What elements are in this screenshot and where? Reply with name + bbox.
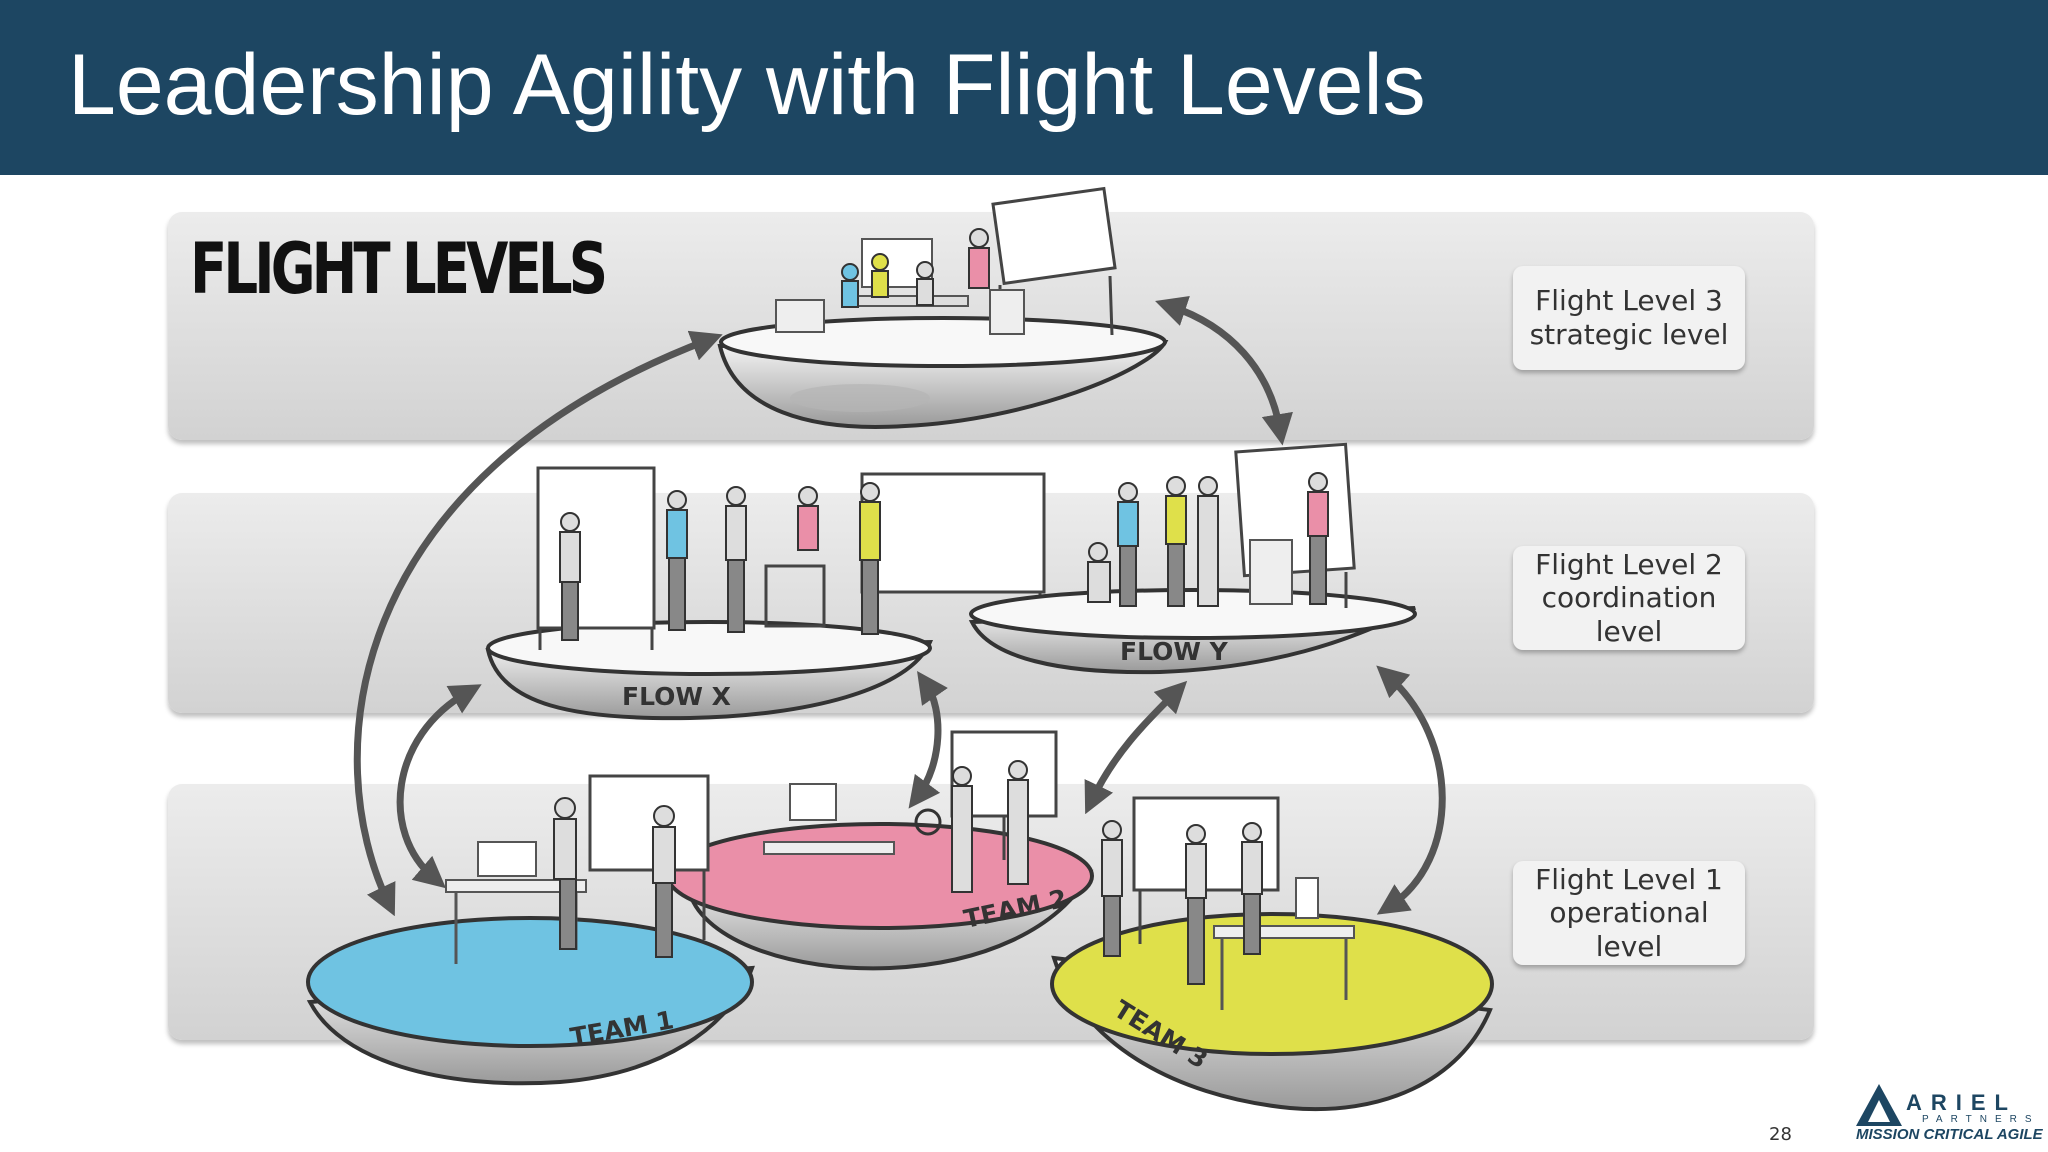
level-3-desc: strategic level <box>1529 318 1729 351</box>
level-2-name: Flight Level 2 <box>1535 547 1723 581</box>
flight-levels-heading: FLIGHT LEVELS <box>190 228 608 310</box>
level-1-desc: operational level <box>1549 896 1709 963</box>
level-3-name: Flight Level 3 <box>1535 284 1723 318</box>
level-label-3: Flight Level 3 strategic level <box>1513 266 1745 370</box>
level-label-2: Flight Level 2 coordination level <box>1513 546 1745 650</box>
level-label-1: Flight Level 1 operational level <box>1513 861 1745 965</box>
title-bar: Leadership Agility with Flight Levels <box>0 0 2048 175</box>
logo-tagline: MISSION CRITICAL AGILE <box>1856 1126 2043 1143</box>
ariel-partners-logo: ARIEL PARTNERS MISSION CRITICAL AGILE <box>1852 1080 2043 1148</box>
logo-triangle-icon <box>1856 1084 1902 1126</box>
level-1-name: Flight Level 1 <box>1535 862 1723 896</box>
slide-title: Leadership Agility with Flight Levels <box>68 37 1426 133</box>
logo-name: ARIEL <box>1906 1090 2017 1115</box>
logo-sub: PARTNERS <box>1922 1114 2040 1125</box>
page-number: 28 <box>1769 1124 1792 1145</box>
level-2-desc: coordination level <box>1541 581 1717 648</box>
